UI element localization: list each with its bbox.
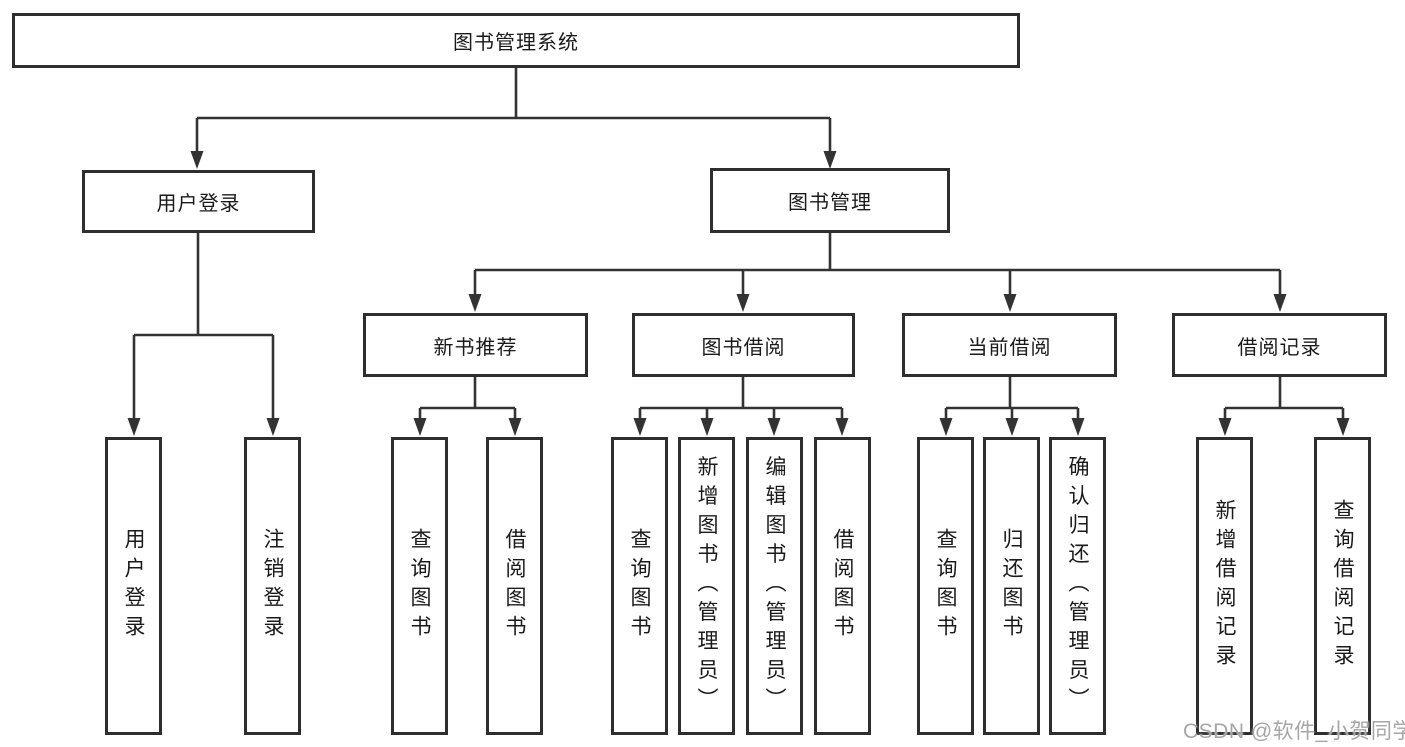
leaf-recommend-query-books: 查询图书 xyxy=(391,437,448,735)
leaf-current-query-books: 查询图书 xyxy=(917,437,974,735)
leaf-user-login: 用户登录 xyxy=(105,437,162,735)
leaf-logout: 注销登录 xyxy=(244,437,301,735)
node-borrow-record: 借阅记录 xyxy=(1172,313,1387,377)
leaf-label: 查询图书 xyxy=(408,528,431,644)
leaf-recommend-borrow-books: 借阅图书 xyxy=(486,437,543,735)
leaf-add-borrow-record: 新增借阅记录 xyxy=(1196,437,1253,735)
leaf-label: 查询图书 xyxy=(934,528,957,644)
leaf-query-borrow-record: 查询借阅记录 xyxy=(1314,437,1371,735)
leaf-edit-books-admin: 编辑图书（管理员） xyxy=(746,437,803,735)
node-book-borrow: 图书借阅 xyxy=(632,313,855,377)
node-root: 图书管理系统 xyxy=(12,13,1020,68)
leaf-label: 编辑图书（管理员） xyxy=(763,455,786,717)
leaf-label: 新增图书（管理员） xyxy=(695,455,718,717)
node-current-borrow: 当前借阅 xyxy=(902,313,1117,377)
leaf-label: 借阅图书 xyxy=(831,528,854,644)
leaf-return-books: 归还图书 xyxy=(983,437,1040,735)
leaf-label: 新增借阅记录 xyxy=(1213,499,1236,673)
leaf-add-books-admin: 新增图书（管理员） xyxy=(678,437,735,735)
node-book-management: 图书管理 xyxy=(710,168,950,233)
leaf-label: 用户登录 xyxy=(122,528,145,644)
leaf-label: 查询借阅记录 xyxy=(1331,499,1354,673)
leaf-label: 查询图书 xyxy=(628,528,651,644)
leaf-confirm-return-admin: 确认归还（管理员） xyxy=(1049,437,1106,735)
node-new-book-recommend: 新书推荐 xyxy=(363,313,588,377)
leaf-borrow-books: 借阅图书 xyxy=(814,437,871,735)
csdn-watermark: CSDN @软件_小贺同学 xyxy=(1183,720,1405,743)
leaf-label: 归还图书 xyxy=(1000,528,1023,644)
node-user-login: 用户登录 xyxy=(82,170,315,233)
leaf-label: 确认归还（管理员） xyxy=(1066,455,1089,717)
leaf-label: 借阅图书 xyxy=(503,528,526,644)
leaf-borrow-query-books: 查询图书 xyxy=(611,437,668,735)
leaf-label: 注销登录 xyxy=(261,528,284,644)
